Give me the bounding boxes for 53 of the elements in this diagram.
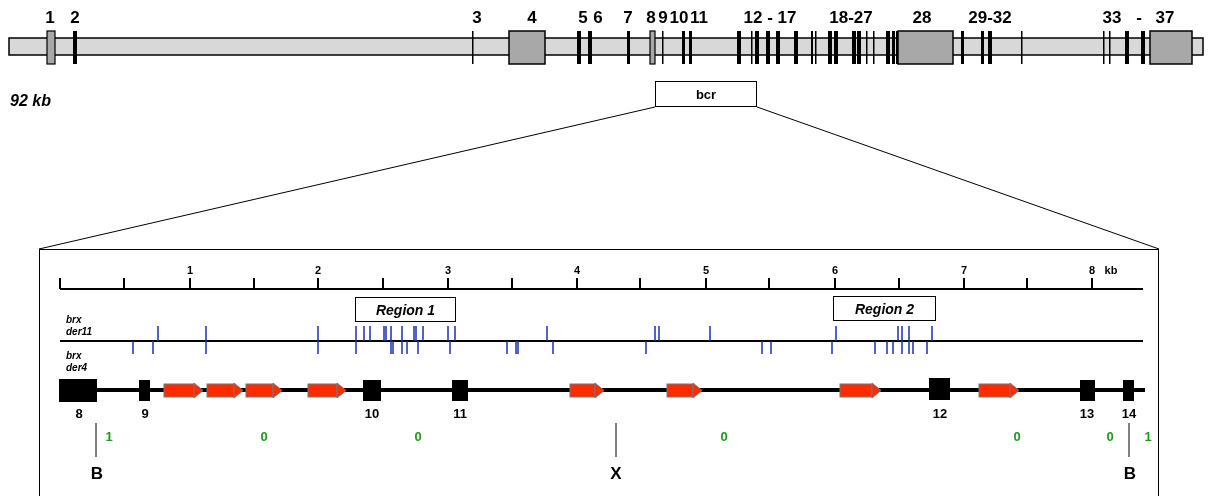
scale-number: 8	[1088, 264, 1096, 276]
site-letter: B	[90, 464, 104, 482]
zoom-region-box: bcr	[655, 81, 757, 107]
exon-number: 3	[472, 8, 482, 26]
exon-number: 8	[75, 406, 83, 420]
exon-number: 7	[623, 8, 633, 26]
count-value: 0	[720, 429, 728, 443]
exon-number: 9	[658, 8, 668, 26]
count-value: 1	[105, 429, 113, 443]
exon-number: 6	[593, 8, 603, 26]
range-dash: -	[1136, 8, 1142, 26]
exon-number: 10	[669, 8, 689, 26]
exon-number: 8	[646, 8, 656, 26]
exon-number: 12	[932, 406, 948, 420]
exon-range: 18-27	[829, 8, 873, 26]
scale-number: 6	[831, 264, 839, 276]
count-value: 0	[1013, 429, 1021, 443]
exon-number: 9	[141, 406, 149, 420]
track-label: brx der11	[66, 314, 93, 338]
exon-number: 4	[527, 8, 537, 26]
exon-number: 28	[912, 8, 932, 26]
track-label: brx der4	[66, 350, 89, 374]
site-letter: X	[610, 464, 622, 482]
exon-number: 5	[578, 8, 588, 26]
exon-number: 11	[690, 8, 708, 26]
zoom-panel	[39, 249, 1159, 496]
length-label: 92 kb	[10, 93, 51, 109]
count-value: 0	[414, 429, 422, 443]
scale-number: 3	[444, 264, 452, 276]
exon-number: 2	[70, 8, 80, 26]
count-value: 0	[260, 429, 268, 443]
site-letter: B	[1123, 464, 1137, 482]
exon-number: 10	[364, 406, 380, 420]
scale-number: 4	[573, 264, 581, 276]
count-value: 0	[1106, 429, 1114, 443]
zoom-line	[756, 106, 1160, 250]
zoom-line	[38, 106, 656, 250]
exon-number: 1	[45, 8, 55, 26]
scale-number: 2	[314, 264, 322, 276]
scale-number: 1	[186, 264, 194, 276]
region-box: Region 1	[355, 297, 456, 322]
scale-number: 7	[960, 264, 968, 276]
exon-number: 37	[1155, 8, 1175, 26]
region-box: Region 2	[833, 296, 936, 321]
scale-number: 5	[702, 264, 710, 276]
exon-range: 12 - 17	[743, 8, 797, 26]
count-value: 1	[1144, 429, 1152, 443]
scale-unit: kb	[1104, 264, 1118, 276]
exon-number: 33	[1102, 8, 1122, 26]
exon-number: 14	[1121, 406, 1137, 420]
exon-range: 29-32	[968, 8, 1012, 26]
exon-number: 13	[1079, 406, 1095, 420]
exon-number: 11	[453, 406, 467, 420]
